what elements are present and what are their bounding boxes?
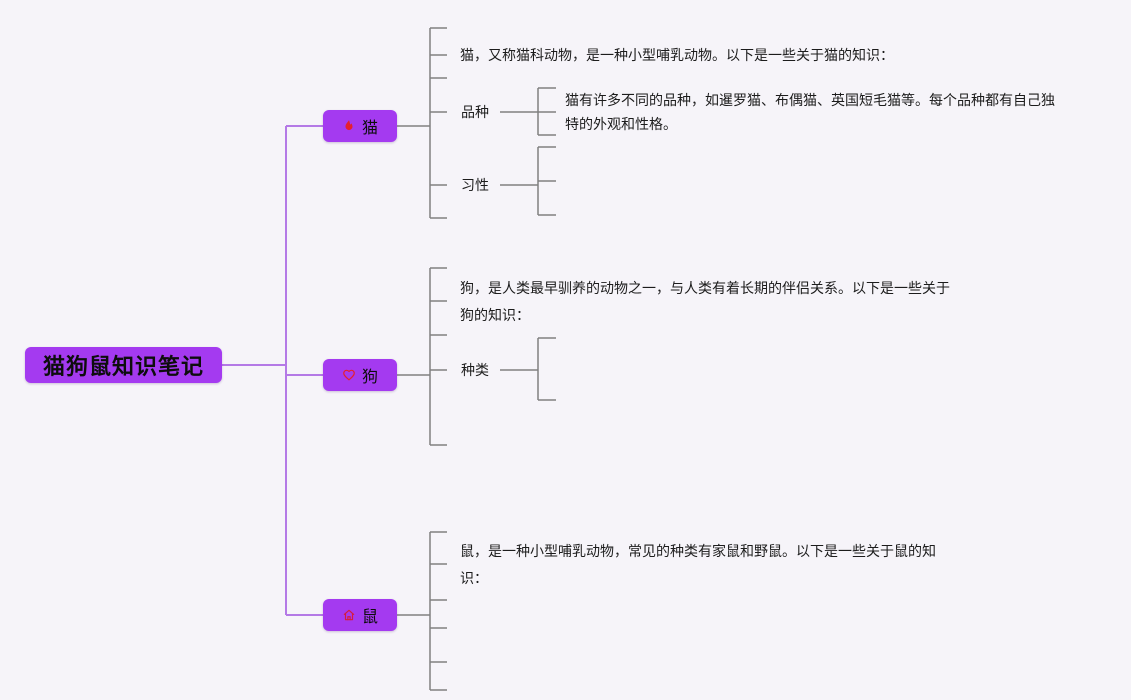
- cat-branch-bracket: [397, 27, 556, 219]
- branch-label-mouse: 鼠: [361, 609, 378, 626]
- dog-branch-bracket: [397, 267, 556, 446]
- heart-icon: [343, 369, 355, 381]
- branch-label-cat: 猫: [361, 120, 378, 137]
- cat-intro-topic[interactable]: 猫，又称猫科动物，是一种小型哺乳动物。以下是一些关于猫的知识：: [460, 47, 894, 63]
- root-node[interactable]: 猫狗鼠知识笔记: [25, 347, 222, 383]
- root-node-label: 猫狗鼠知识笔记: [42, 354, 204, 379]
- mouse-branch-bracket: [397, 531, 447, 691]
- flame-icon: [345, 120, 353, 131]
- branch-label-dog: 狗: [361, 369, 378, 386]
- cat-habit-topic[interactable]: 习性: [461, 177, 489, 193]
- branch-node-mouse[interactable]: 鼠: [323, 599, 397, 631]
- dog-kind-topic[interactable]: 种类: [461, 362, 489, 378]
- root-branch-connectors: [222, 125, 323, 616]
- branch-node-cat[interactable]: 猫: [323, 110, 397, 142]
- branch-node-dog[interactable]: 狗: [323, 359, 397, 391]
- cat-breed-detail-topic[interactable]: 猫有许多不同的品种，如暹罗猫、布偶猫、英国短毛猫等。每个品种都有自己独特的外观和…: [565, 92, 1055, 132]
- home-icon: [343, 609, 355, 621]
- mouse-intro-topic[interactable]: 鼠，是一种小型哺乳动物，常见的种类有家鼠和野鼠。以下是一些关于鼠的知识：: [460, 543, 936, 586]
- cat-breed-topic[interactable]: 品种: [461, 104, 489, 120]
- dog-intro-topic[interactable]: 狗，是人类最早驯养的动物之一，与人类有着长期的伴侣关系。以下是一些关于狗的知识：: [460, 280, 950, 323]
